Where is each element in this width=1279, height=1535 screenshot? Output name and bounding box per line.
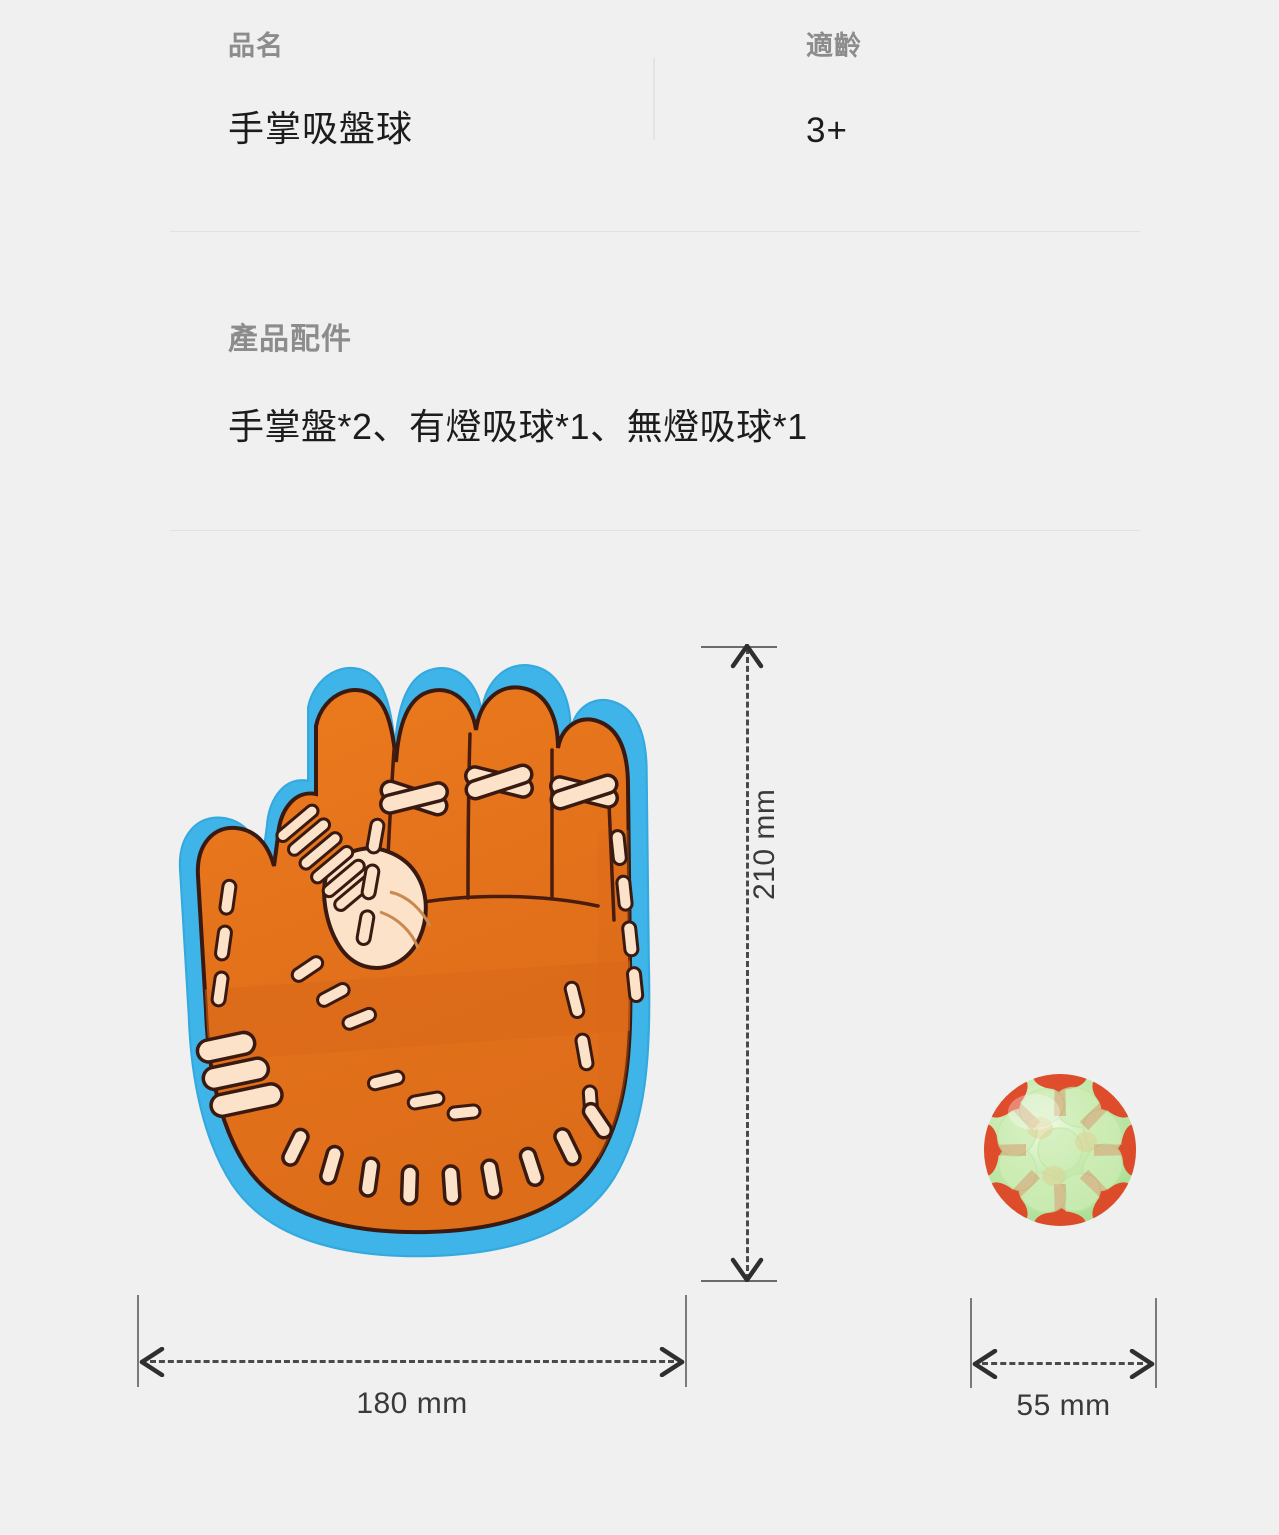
dimension-tick-bottom [701, 1280, 777, 1282]
dimension-label-ball-width: 55 mm [1016, 1389, 1111, 1422]
arrowhead-left-180 [139, 1347, 165, 1377]
accessories-list: 手掌盤*2、有燈吸球*1、無燈吸球*1 [228, 406, 808, 447]
ball-illustration [968, 1050, 1158, 1250]
spec-label-product-name: 品名 [228, 31, 284, 61]
extension-line-left-180 [137, 1295, 139, 1387]
glove-stitch-dashes [210, 817, 645, 1122]
glove-bottom-lacing [281, 1101, 614, 1206]
extension-line-left-55 [970, 1298, 972, 1388]
glove-illustration [128, 630, 698, 1300]
arrowhead-up [730, 644, 764, 669]
glove-palm-shading [198, 830, 631, 1190]
glove-svg [178, 664, 651, 1258]
dimension-dashed-line-180 [150, 1360, 674, 1363]
dimension-tick-top [701, 646, 777, 648]
divider-top [170, 231, 1140, 232]
extension-line-right-55 [1155, 1298, 1157, 1388]
spec-value-product-name: 手掌吸盤球 [228, 108, 414, 149]
dimension-label-glove-height: 210 mm [748, 788, 781, 900]
dimension-dashed-line-55 [982, 1362, 1143, 1365]
column-separator [653, 58, 655, 140]
divider-bottom [170, 530, 1140, 531]
dimension-label-glove-width: 180 mm [356, 1387, 468, 1420]
glove-cross-stitches [378, 763, 620, 817]
illustration-area: 210 mm 180 mm 55 mm [0, 560, 1279, 1535]
ball-svg [984, 1074, 1136, 1226]
spec-table: 品名 手掌吸盤球 適齡 3+ [0, 0, 1279, 232]
spec-label-age-range: 適齡 [806, 31, 862, 61]
ball-suction-cups [984, 1074, 1136, 1226]
extension-line-right-180 [685, 1295, 687, 1387]
arrowhead-down [730, 1257, 764, 1282]
dimension-dashed-line-vertical [746, 648, 749, 1280]
arrowhead-left-55 [972, 1349, 998, 1379]
arrowhead-right-180 [659, 1347, 685, 1377]
accessories-title: 產品配件 [228, 323, 352, 356]
glove-left-pads [195, 1030, 284, 1119]
arrowhead-right-55 [1129, 1349, 1155, 1379]
spec-value-age-range: 3+ [806, 111, 848, 150]
